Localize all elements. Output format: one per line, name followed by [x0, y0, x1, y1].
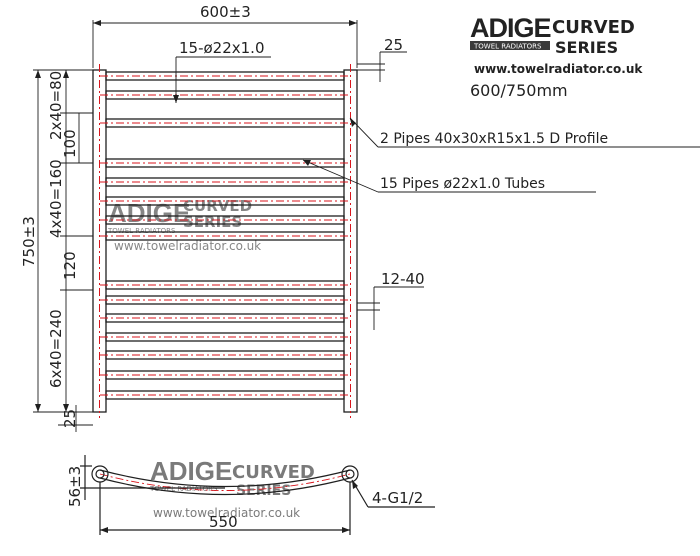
watermark-center: ADIGE TOWEL RADIATORS CURVED SERIES www.…: [107, 197, 261, 253]
brand-tagline-bar: [470, 41, 550, 50]
dim-bottom-group: 6x40=240: [47, 309, 65, 388]
right-valve-bore: [345, 469, 355, 479]
watermark-series-3: CURVED: [232, 462, 315, 483]
dim-side-gap: 12-40: [381, 270, 425, 288]
watermark-series-4: SERIES: [236, 483, 291, 499]
watermark-website: www.towelradiator.co.uk: [114, 239, 261, 253]
watermark-tagline: TOWEL RADIATORS: [107, 227, 176, 235]
dim-top-offset: 25: [384, 36, 403, 54]
brand-header: ADIGE TOWEL RADIATORS CURVED SERIES www.…: [470, 13, 643, 100]
watermark-website-2: www.towelradiator.co.uk: [153, 506, 300, 520]
dim-overall-width: 600±3: [200, 3, 251, 21]
watermark-brand-2: ADIGE: [150, 456, 232, 486]
dim-tube-count: 15-ø22x1.0: [179, 39, 265, 57]
tube-group: [100, 71, 350, 400]
website-text: www.towelradiator.co.uk: [474, 62, 643, 76]
radiator-front-view: [92, 64, 358, 418]
arrowheads: [35, 20, 357, 412]
dim-gap-lower: 120: [61, 251, 79, 280]
dimension-labels: 600±3 15-ø22x1.0 25 12-40 750±3 2x40=80 …: [20, 3, 608, 428]
watermark-brand: ADIGE: [108, 198, 190, 228]
model-size: 600/750mm: [470, 81, 568, 100]
watermark-series-2: SERIES: [183, 213, 242, 231]
brand-tagline: TOWEL RADIATORS: [473, 43, 542, 51]
dim-overall-height: 750±3: [20, 216, 38, 267]
watermark-bottom: ADIGE TOWEL RADIATORS CURVED SERIES www.…: [149, 456, 315, 520]
plan-centerline: [99, 473, 351, 491]
series-line-1: CURVED: [552, 17, 635, 38]
series-line-2: SERIES: [555, 38, 618, 57]
plan-tube-upper: [99, 469, 351, 488]
brand-logo: ADIGE: [470, 13, 551, 43]
plan-arrowheads: [100, 480, 358, 533]
plan-labels: 56±3 550 4-G1/2: [66, 466, 423, 531]
dim-centres: 550: [209, 513, 238, 531]
callout-pipes-profile: 2 Pipes 40x30xR15x1.5 D Profile: [380, 131, 608, 147]
dim-middle-group: 4x40=160: [47, 159, 65, 238]
callout-tubes: 15 Pipes ø22x1.0 Tubes: [380, 176, 545, 192]
dim-valve: 4-G1/2: [372, 489, 423, 507]
dim-top-group: 2x40=80: [47, 71, 65, 140]
left-valve-bore: [95, 469, 105, 479]
watermark-series-1: CURVED: [183, 197, 252, 215]
dim-depth: 56±3: [66, 466, 84, 507]
plan-tube-lower: [99, 477, 351, 496]
dim-gap-upper: 100: [61, 129, 79, 158]
radiator-plan-view: [80, 455, 435, 535]
dim-bottom-offset: 25: [61, 409, 79, 428]
